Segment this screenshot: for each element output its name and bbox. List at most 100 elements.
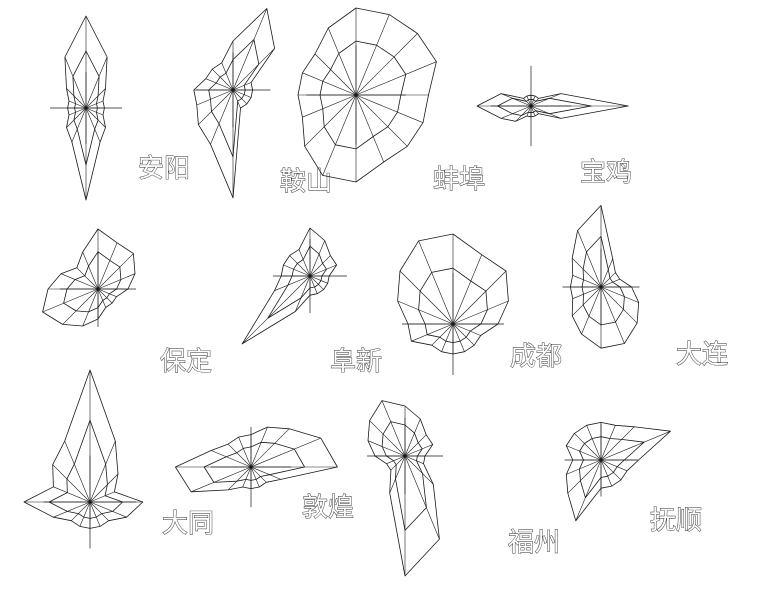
city-label: 抚顺 [650,506,702,536]
rose-spoke [232,89,248,105]
rose-spoke [196,89,234,106]
rose-spoke [386,455,406,464]
rose-spoke [302,72,357,96]
rose-spoke [452,323,465,352]
rose-spoke [85,107,101,143]
rose-spoke [232,89,252,98]
rose-spoke [250,466,267,483]
rose-spoke [600,286,625,344]
rose-inner-outline [497,97,592,116]
wind-rose-12: 抚顺 [564,421,702,536]
rose-spoke [404,455,434,485]
rose-spoke [241,275,311,345]
rose-spoke [82,251,99,290]
rose-spoke [53,501,91,518]
rose-spoke [52,464,91,503]
rose-spoke [97,273,136,290]
rose-spoke [302,94,357,118]
rose-spoke [211,68,234,91]
city-label: 蚌埠 [433,165,485,195]
rose-spoke [71,501,91,521]
rose-spoke [574,433,602,461]
rose-spoke [500,93,532,107]
rose-spoke [79,501,91,527]
rose-spoke [66,107,87,128]
rose-spoke [369,420,406,457]
rose-spoke [600,459,622,481]
rose-spoke [452,270,507,325]
rose-spoke [232,82,252,91]
rose-spoke [62,288,99,325]
rose-spoke [566,445,602,461]
rose-spoke [526,95,532,107]
rose-inner-outline [72,50,100,166]
rose-spoke [309,275,328,284]
rose-spoke [600,272,616,288]
rose-spoke [85,88,106,109]
rose-spoke [89,501,127,518]
rose-spoke [97,288,106,308]
wind-rose-2: 鞍山 [193,8,332,199]
wind-rose-6: 阜新 [241,227,382,377]
rose-spoke [205,78,234,91]
rose-spoke [242,466,252,488]
rose-spoke [309,275,324,290]
rose-spoke [232,48,275,91]
rose-spoke [572,286,602,299]
rose-inner-outline [381,421,427,531]
rose-spoke [355,61,437,96]
rose-spoke [250,437,321,468]
rose-spoke [411,323,454,342]
rose-spoke [399,270,454,325]
rose-inner-outline [319,40,407,150]
rose-spoke [600,286,639,303]
rose-inner-outline [203,441,306,483]
rose-spoke [600,425,616,461]
rose-spoke [97,288,117,297]
city-label: 阜新 [330,347,382,377]
rose-spoke [232,89,241,109]
rose-spoke [355,94,384,163]
rose-inner-outline [581,235,625,326]
rose-spoke [227,443,252,468]
rose-spoke [515,105,532,122]
rose-spoke [500,105,532,119]
wind-rose-5: 保定 [42,228,212,377]
city-label: 鞍山 [280,167,332,197]
rose-spoke [64,56,87,109]
rose-spoke [89,440,116,503]
wind-rose-4: 宝鸡 [476,65,632,188]
rose-spoke [567,459,602,494]
rose-spoke [523,98,532,107]
rose-spoke [71,107,87,143]
wind-rose-10: 敦煌 [174,426,354,523]
rose-spoke [600,426,635,461]
rose-spoke [571,286,602,317]
rose-spoke [283,264,311,277]
rose-spoke [404,455,440,540]
rose-spoke [304,94,357,147]
wind-rose-7: 成都 [397,233,562,375]
rose-spoke [53,486,91,503]
rose-spoke [586,425,602,461]
rose-spoke [600,459,613,487]
rose-spoke [600,286,638,324]
rose-spoke [600,278,620,288]
rose-spoke [85,56,108,109]
rose-spoke [452,254,482,325]
rose-spoke [581,286,602,335]
rose-spoke [89,491,115,503]
rose-spoke [309,275,318,294]
rose-spoke [441,323,454,352]
city-label: 保定 [160,347,212,377]
rose-spoke [530,105,536,117]
wind-rose-1: 安阳 [50,15,190,201]
rose-spoke [210,450,252,468]
rose-spoke [85,107,104,116]
rose-spoke [198,89,234,125]
rose-spoke [390,455,406,471]
rose-spoke [452,323,475,346]
rose-spoke [600,258,613,288]
rose-spoke [367,440,406,457]
